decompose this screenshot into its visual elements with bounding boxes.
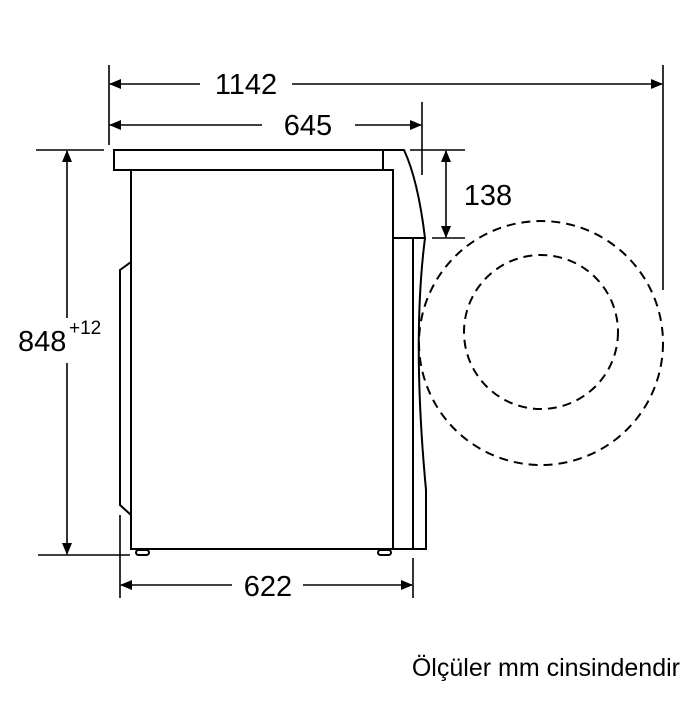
label-138: 138 (464, 180, 512, 212)
machine-outline (113, 149, 427, 556)
label-645: 645 (284, 110, 332, 142)
dimension-lines (36, 65, 664, 598)
rear-panel (119, 261, 132, 516)
door-swing (418, 220, 664, 466)
foot-front (377, 549, 392, 556)
foot-rear (135, 549, 150, 556)
units-footnote: Ölçüler mm cinsindendir (412, 654, 680, 682)
door-upper (383, 149, 427, 239)
label-1142: 1142 (215, 69, 277, 101)
door-outer-circle (418, 220, 664, 466)
machine-body (130, 169, 394, 550)
porthole-circle (463, 254, 619, 410)
label-848: 848 (18, 326, 66, 358)
door-front (393, 237, 427, 550)
label-848-tolerance: +12 (69, 318, 101, 339)
label-622: 622 (244, 571, 292, 603)
worktop (113, 149, 384, 171)
